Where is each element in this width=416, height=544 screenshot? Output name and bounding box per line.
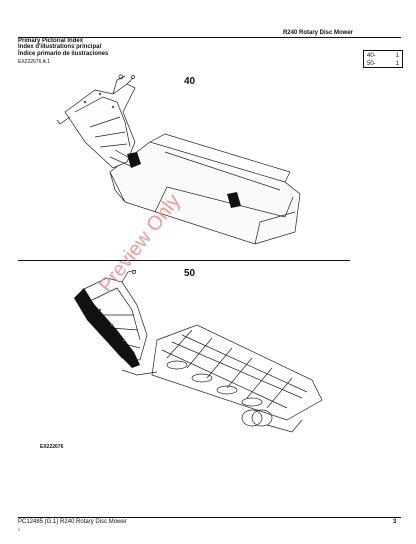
section-number-50[interactable]: 50 xyxy=(184,268,196,279)
footer-rule xyxy=(18,517,401,518)
index-label: 40- xyxy=(367,53,376,59)
title-english: Primary Pictorial Index xyxy=(18,38,84,44)
index-box: 40- 1 50- 1 xyxy=(363,50,403,68)
index-page: 1 xyxy=(395,61,399,67)
illustration-reference: EX222676 xyxy=(40,444,64,450)
mower-illustration-50[interactable] xyxy=(62,270,332,445)
header-rule xyxy=(18,37,401,38)
index-page: 1 xyxy=(395,53,399,59)
page-number: 3 xyxy=(393,519,397,525)
mower-illustration-40[interactable] xyxy=(55,72,315,252)
document-header-title: R240 Rotary Disc Mower xyxy=(282,30,353,36)
index-row[interactable]: 50- 1 xyxy=(367,60,399,68)
footer-reference: PC12485 (G.1) R240 Rotary Disc Mower xyxy=(18,519,127,525)
title-spanish: Índice primario de ilustraciones xyxy=(18,50,109,57)
section-number-40[interactable]: 40 xyxy=(184,76,196,87)
title-french: Index d'illustrations principal xyxy=(18,44,102,51)
index-label: 50- xyxy=(367,61,376,67)
illustration-reference: EX222676 A.1 xyxy=(18,59,50,65)
index-row[interactable]: 40- 1 xyxy=(367,52,399,60)
index-titles: Primary Pictorial Index Index d'illustra… xyxy=(18,38,108,57)
footer-subtext: 0 xyxy=(18,527,21,532)
section-divider xyxy=(18,260,350,261)
